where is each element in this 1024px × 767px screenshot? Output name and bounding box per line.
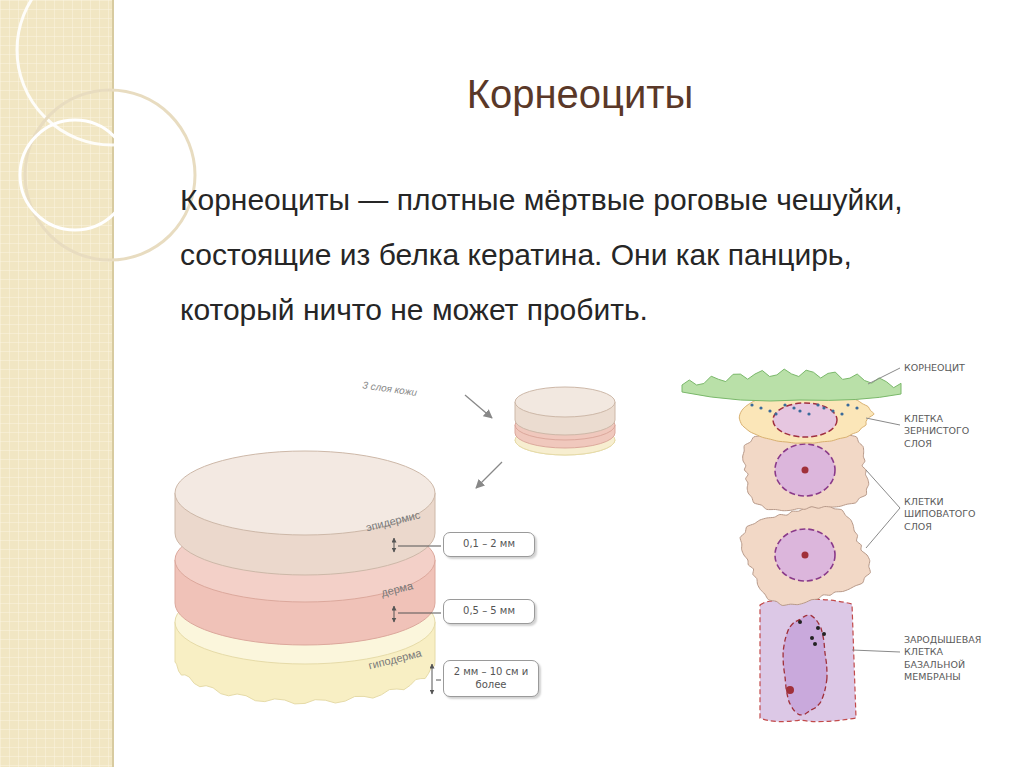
side-strip [0, 0, 112, 767]
callout-box: 2 мм – 10 см и более [443, 660, 539, 697]
caption-label: 3 слоя кожи [362, 378, 473, 406]
basal-cell [760, 599, 856, 721]
cell-label: КОРНЕОЦИТ [904, 362, 994, 374]
small-disc [515, 387, 615, 455]
callout-box: 0,5 – 5 мм [443, 599, 535, 624]
cell-label: КЛЕТКА ЗЕРНИСТОГО СЛОЯ [904, 413, 992, 450]
corneocyte [682, 369, 901, 401]
callout-box: 0,1 – 2 мм [443, 532, 535, 557]
dimension-text: 0,1 – 2 мм [452, 538, 526, 551]
cell-label: ЗАРОДЫШЕВАЯ КЛЕТКА БАЗАЛЬНОЙ МЕМБРАНЫ [904, 634, 1004, 683]
dimension-text: 2 мм – 10 см и более [452, 666, 530, 691]
cell-label: КЛЕТКИ ШИПОВАТОГО СЛОЯ [904, 496, 992, 533]
body-text: Корнеоциты — плотные мёртвые роговые чеш… [180, 172, 970, 337]
dimension-text: 0,5 – 5 мм [452, 605, 526, 618]
slide-title: Корнеоциты [300, 72, 860, 117]
spinous-cell [740, 505, 870, 605]
